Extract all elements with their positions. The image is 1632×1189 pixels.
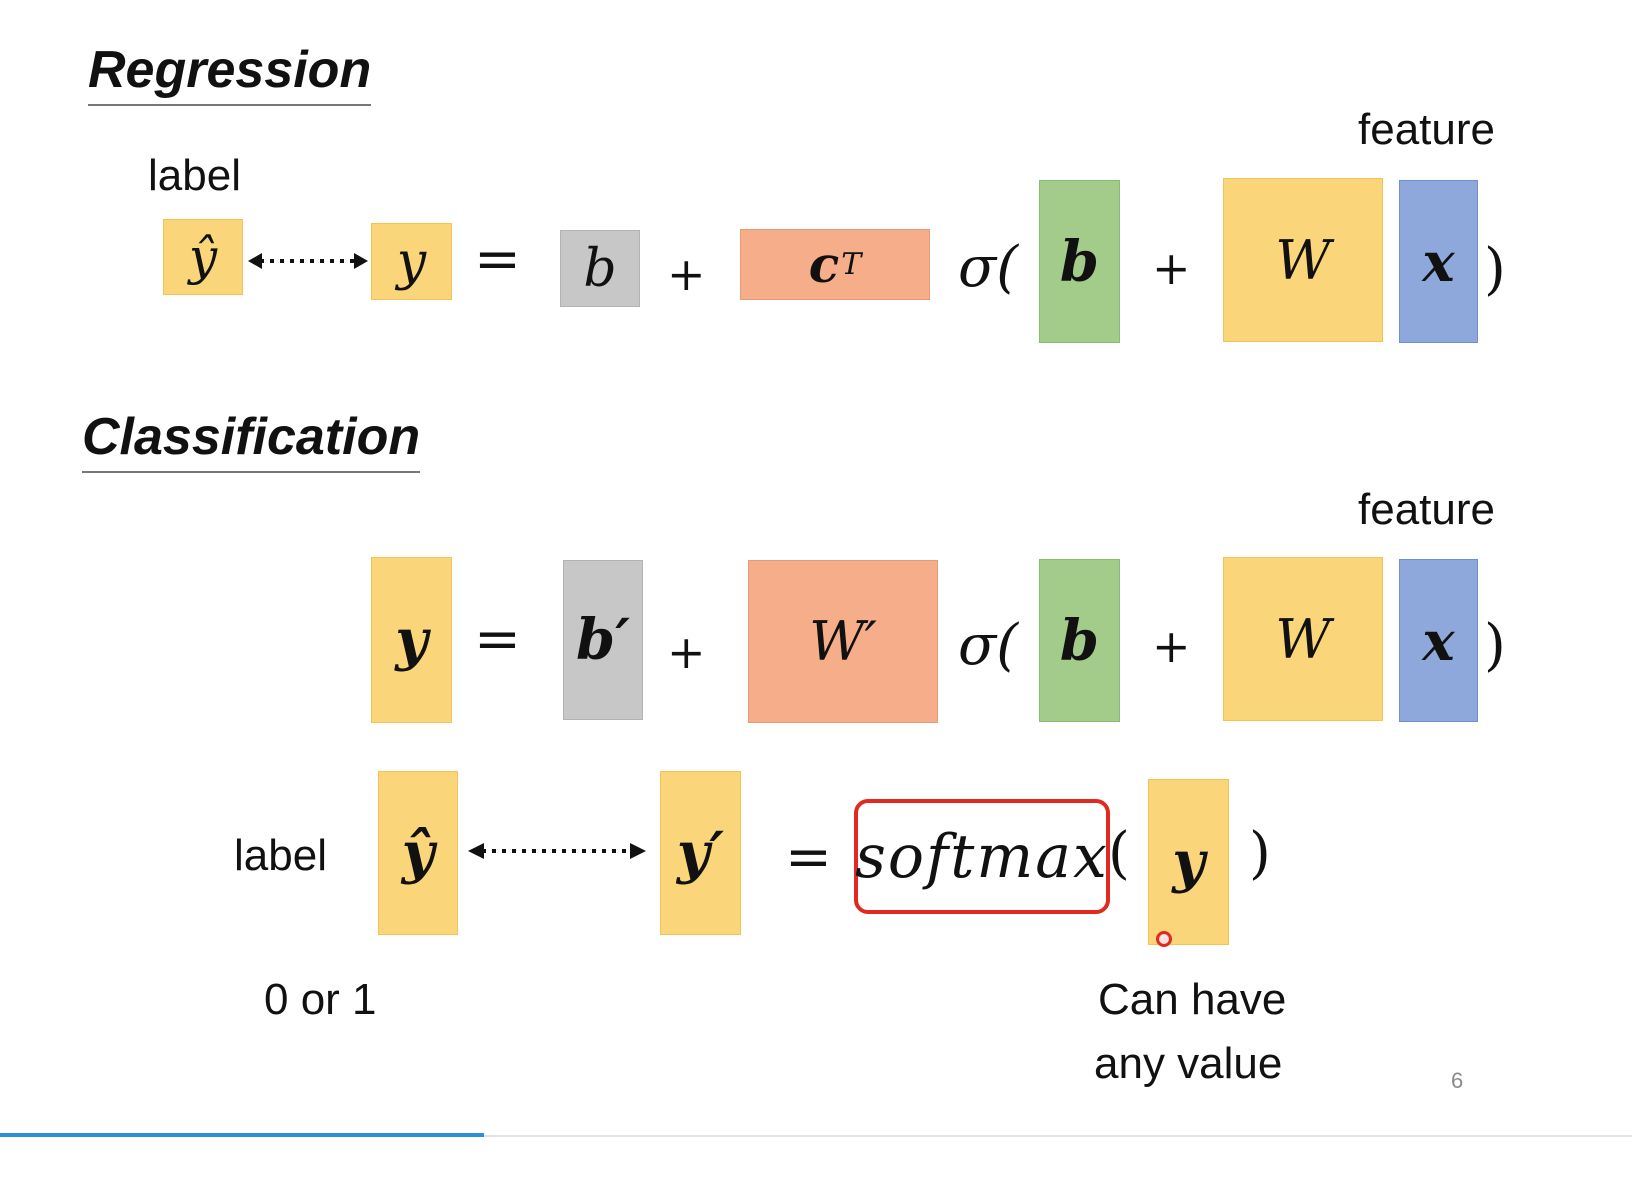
classification-heading: Classification [82, 407, 421, 473]
x-symbol: x [1422, 608, 1455, 673]
classification-plus-2: + [1152, 619, 1191, 673]
playback-progress-bar[interactable] [0, 1133, 484, 1137]
yhat-bold-symbol: ŷ [401, 820, 435, 886]
regression-weight-W-box: W [1223, 178, 1383, 342]
y-bold-symbol: y [395, 607, 428, 673]
zero-or-one-text: 0 or 1 [264, 975, 377, 1024]
regression-output-y-box: y [371, 223, 452, 300]
slide-page-number: 6 [1451, 1068, 1464, 1093]
b-bold-symbol: b [1059, 228, 1100, 295]
classification-sigma-open: σ( [958, 613, 1019, 678]
softmax-close-paren: ) [1249, 821, 1271, 886]
regression-sigma-open: σ( [958, 235, 1019, 300]
regression-label-yhat-box: ŷ [163, 219, 243, 295]
yprime-symbol: y′ [676, 820, 725, 886]
note-line-1: Can have [1098, 975, 1287, 1024]
classification-weight-W-box: W [1223, 557, 1383, 721]
softmax-input-y-box: y [1148, 779, 1229, 945]
classification-yprime-box: y′ [660, 771, 741, 935]
y-symbol: y [396, 231, 427, 292]
x-symbol: x [1422, 229, 1455, 294]
regression-equals: = [474, 227, 521, 292]
W-symbol: W [1275, 228, 1331, 292]
regression-plus-1: + [667, 247, 706, 301]
classification-equals: = [474, 607, 521, 672]
classification-plus-1: + [667, 625, 706, 679]
regression-label-text: label [148, 151, 241, 200]
regression-heading: Regression [88, 40, 372, 106]
classification-feature-x-box: x [1399, 559, 1478, 722]
yhat-symbol: ŷ [188, 228, 218, 286]
regression-feature-x-box: x [1399, 180, 1478, 343]
classification-output-y-box: y [371, 557, 452, 723]
classification-close-paren: ) [1484, 613, 1506, 678]
note-line-2: any value [1094, 1039, 1283, 1088]
bottom-divider [0, 1135, 1632, 1137]
y-bold-symbol: y [1172, 829, 1205, 895]
regression-hidden-bias-b-box: b [1039, 180, 1120, 343]
classification-hidden-bias-b-box: b [1039, 559, 1120, 722]
classification-label-yhat-box: ŷ [378, 771, 458, 935]
softmax-text: softmax [855, 821, 1109, 892]
classification-double-arrow [468, 843, 646, 859]
softmax-open-paren: ( [1108, 821, 1130, 886]
regression-close-paren: ) [1484, 237, 1506, 302]
Wprime-symbol: W′ [809, 610, 877, 673]
classification-equals-2: = [785, 825, 832, 890]
b-bold-symbol: b [1059, 607, 1100, 674]
classification-label-text: label [234, 831, 327, 880]
regression-double-arrow [248, 253, 368, 269]
W-symbol: W [1275, 607, 1331, 671]
softmax-highlight-box: softmax [854, 799, 1110, 914]
classification-bias-bprime-box: b′ [563, 560, 643, 720]
bprime-symbol: b′ [576, 607, 630, 673]
classification-weight-Wprime-box: W′ [748, 560, 938, 723]
b-symbol: b [583, 238, 617, 299]
laser-pointer-dot [1156, 931, 1172, 947]
regression-plus-2: + [1152, 241, 1191, 295]
c-symbol: c [808, 235, 840, 294]
regression-feature-text: feature [1358, 105, 1495, 154]
transpose-superscript: T [841, 247, 862, 282]
regression-bias-b-box: b [560, 230, 640, 307]
classification-feature-text: feature [1358, 485, 1495, 534]
